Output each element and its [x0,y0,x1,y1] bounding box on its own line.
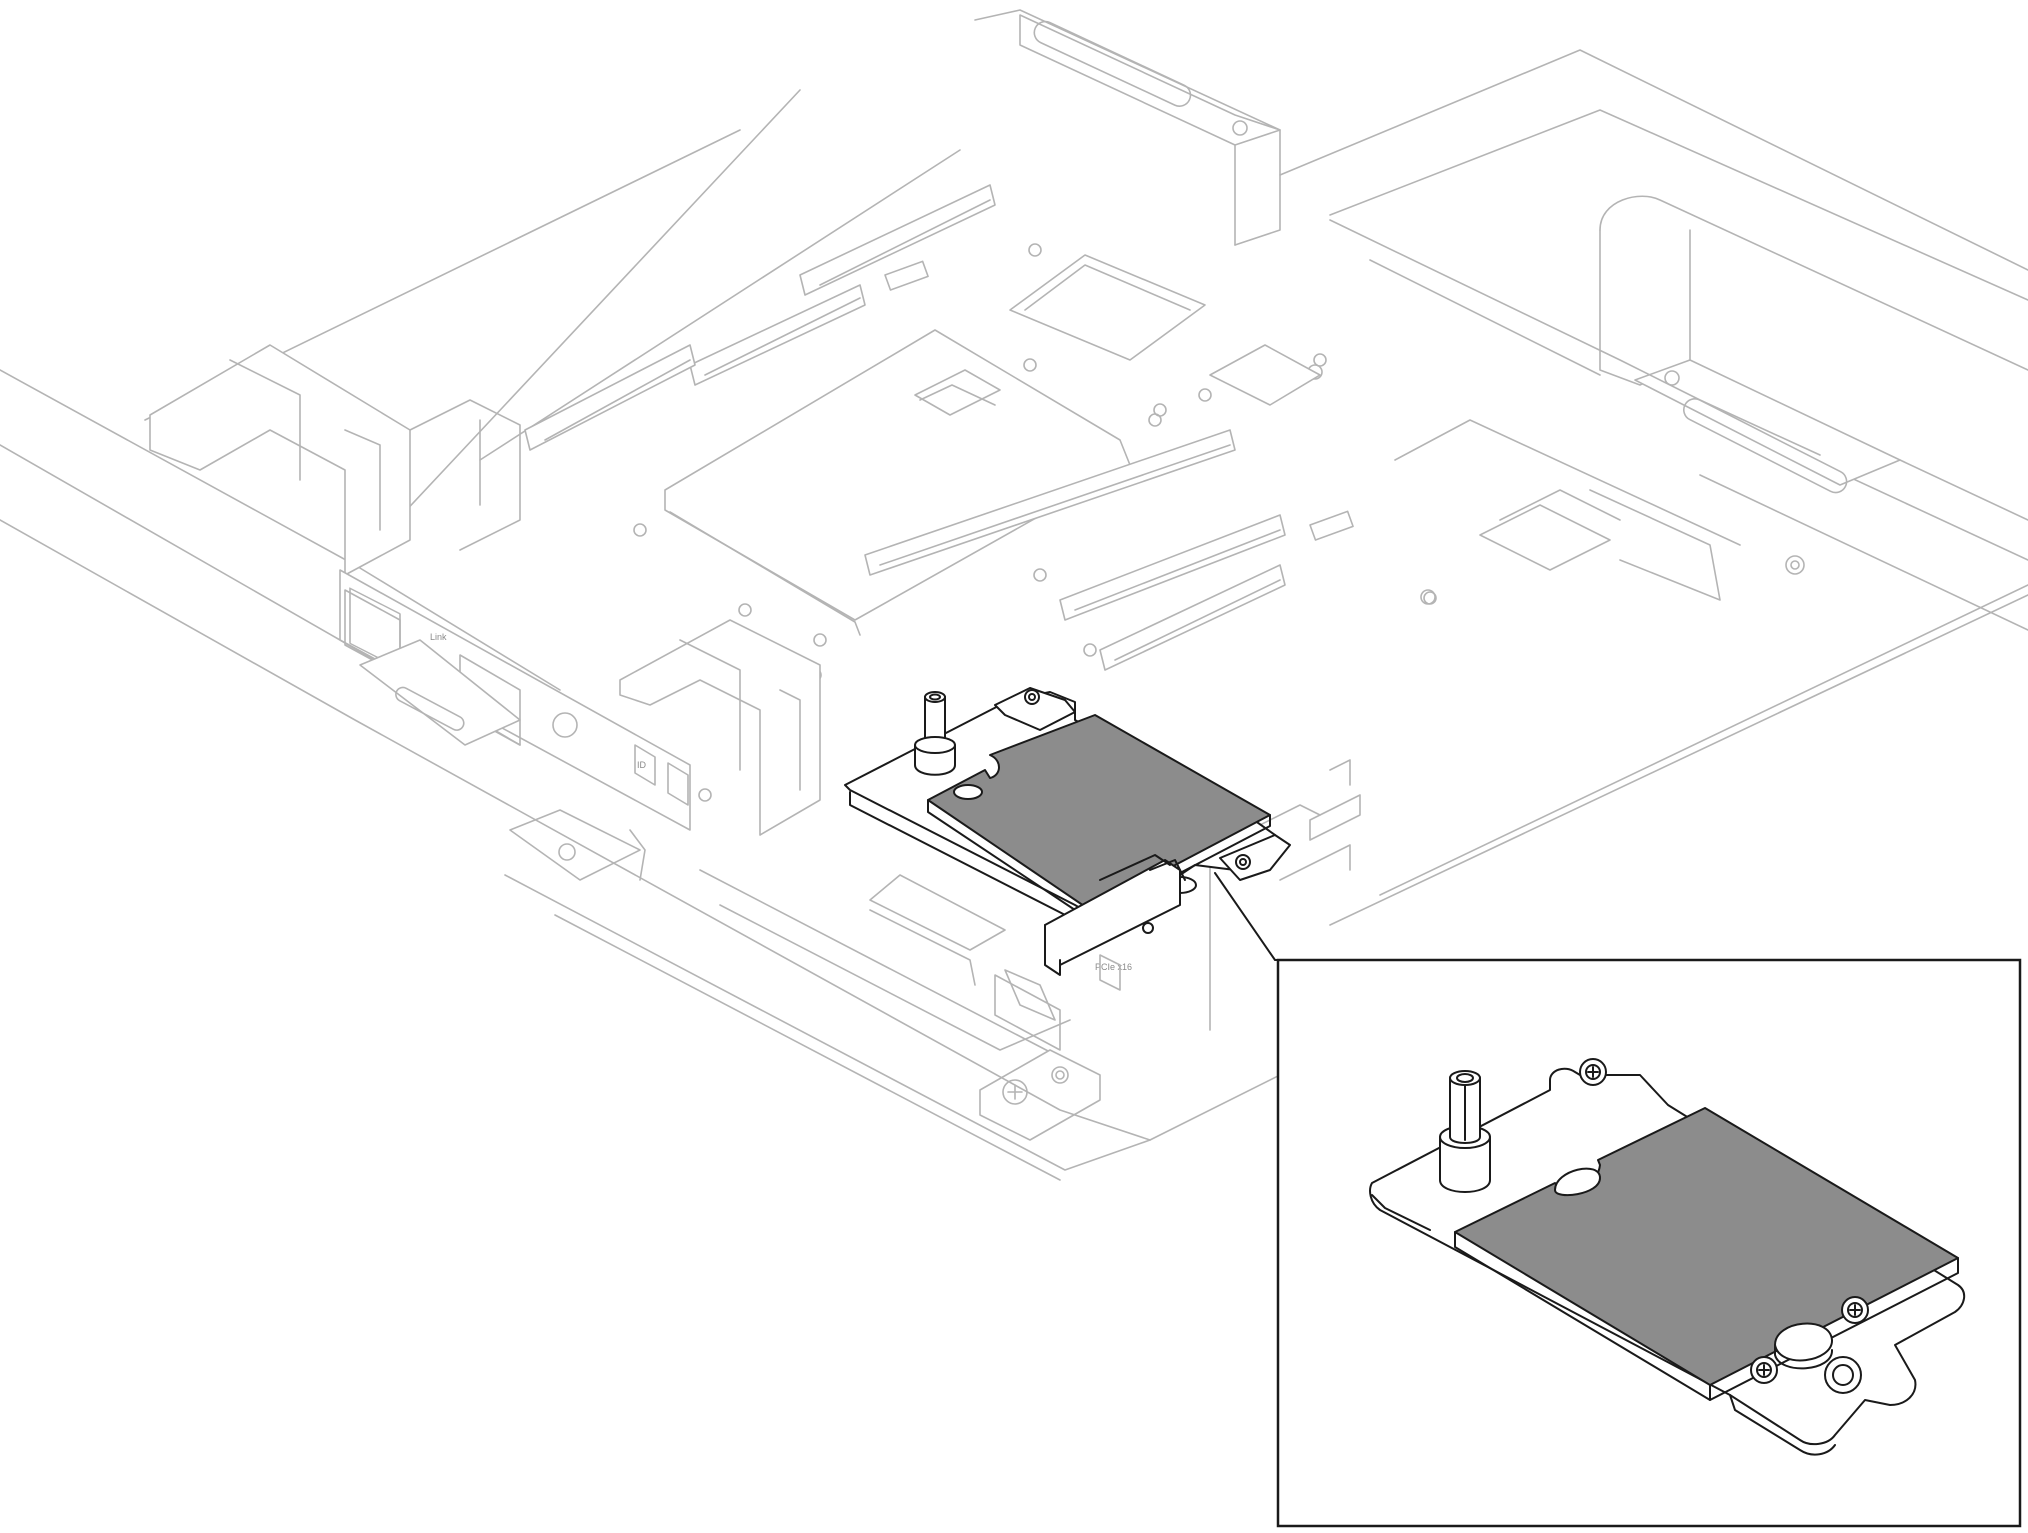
standoff-icon [1439,1070,1491,1193]
m2-backplane-installed [844,687,1291,976]
thermal-pad-installed [927,714,1271,911]
callout-leader [1214,872,1316,961]
id-label: ID [637,760,647,770]
detail-callout [1276,958,2022,1528]
link-label: Link [430,632,447,642]
pcie-label: PCIe x16 [1095,962,1132,972]
